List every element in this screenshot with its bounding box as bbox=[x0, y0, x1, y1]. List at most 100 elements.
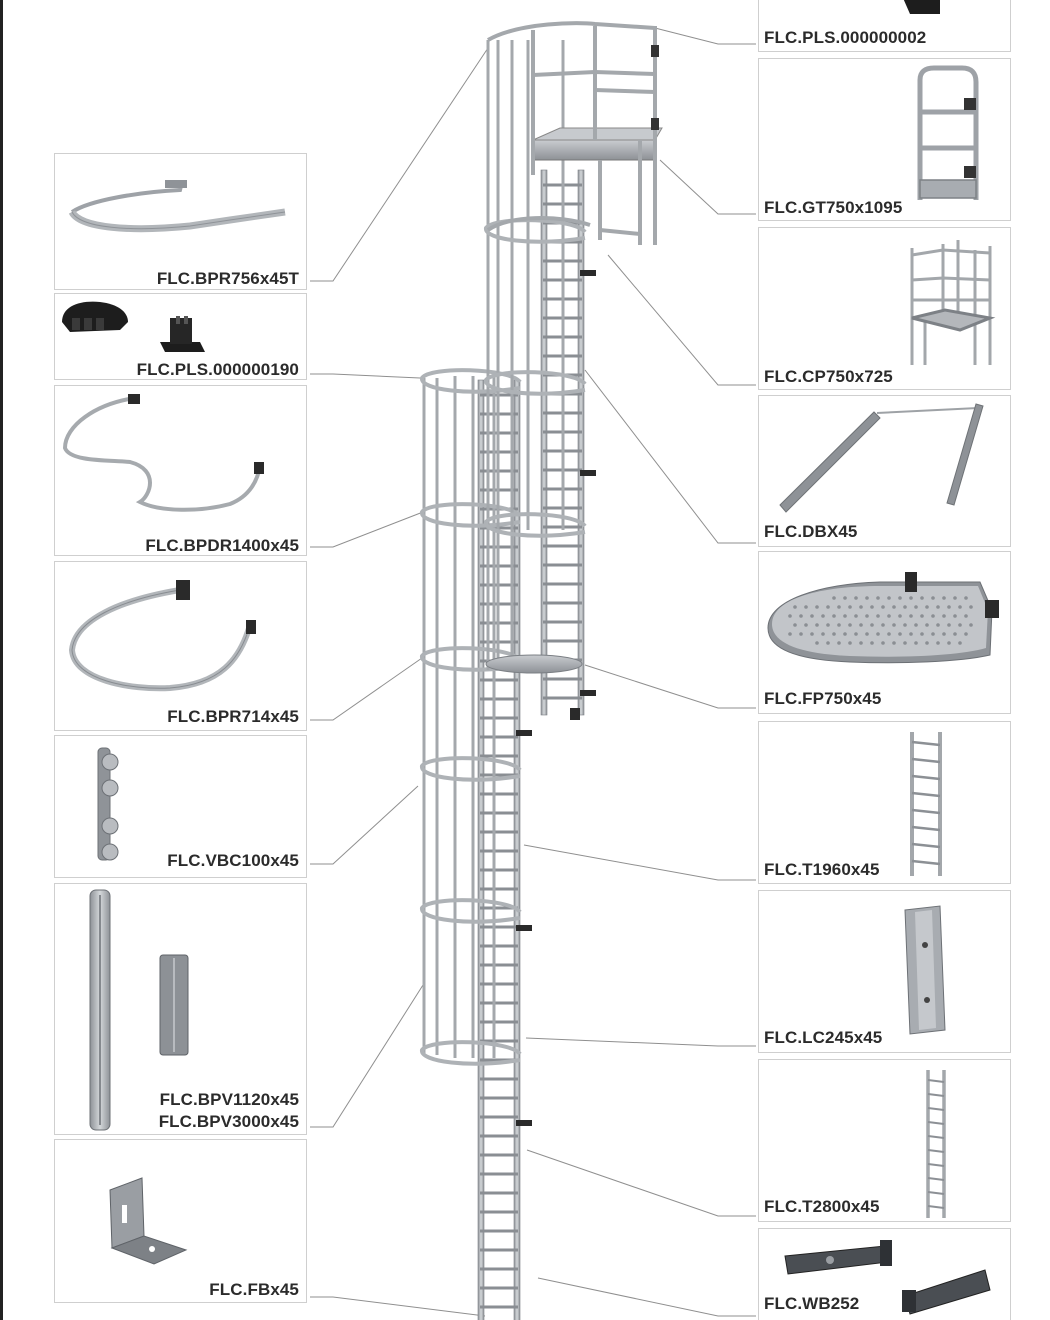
plate-dot bbox=[925, 605, 929, 609]
plate-dot bbox=[826, 641, 830, 645]
plate-dot bbox=[843, 614, 847, 618]
thumb-rung bbox=[927, 1149, 945, 1153]
panel-dbx bbox=[758, 395, 1011, 547]
plate-dot bbox=[953, 614, 957, 618]
leader-lc bbox=[525, 1037, 756, 1047]
panel-pls2 bbox=[758, 0, 1011, 52]
plate-dot bbox=[865, 596, 869, 600]
plate-dot bbox=[914, 605, 918, 609]
label-bpv3000: FLC.BPV3000x45 bbox=[158, 1112, 299, 1131]
label-fp: FLC.FP750x45 bbox=[764, 689, 882, 708]
thumb-rung bbox=[911, 791, 941, 798]
leader-bpdr bbox=[310, 511, 424, 548]
plate-dot bbox=[788, 632, 792, 636]
plate-dot bbox=[892, 605, 896, 609]
thumb-rung bbox=[911, 842, 941, 849]
plate-dot bbox=[810, 632, 814, 636]
plate-dot bbox=[821, 614, 825, 618]
plate-dot bbox=[870, 605, 874, 609]
plate-dot bbox=[854, 596, 858, 600]
plate-dot bbox=[903, 641, 907, 645]
plate-dot bbox=[958, 641, 962, 645]
label-bpr714: FLC.BPR714x45 bbox=[167, 707, 299, 726]
plate-dot bbox=[810, 614, 814, 618]
cage-hoop bbox=[484, 370, 587, 396]
cage-hoop bbox=[484, 218, 587, 244]
plate-dot bbox=[942, 596, 946, 600]
leader-fp bbox=[584, 664, 756, 709]
leader-t1960 bbox=[523, 844, 756, 881]
plate-dot bbox=[898, 596, 902, 600]
rail-clip bbox=[580, 690, 596, 696]
plate-dot bbox=[931, 632, 935, 636]
thumb-rung bbox=[927, 1121, 945, 1125]
leader-bpr756 bbox=[310, 47, 489, 282]
page-edge bbox=[0, 0, 3, 1320]
plate-dot bbox=[892, 641, 896, 645]
thumb-rung bbox=[911, 774, 941, 781]
label-lc: FLC.LC245x45 bbox=[764, 1028, 883, 1047]
bpdr-thumb bbox=[62, 394, 264, 512]
fp-thumb bbox=[767, 572, 999, 664]
plate-dot bbox=[815, 641, 819, 645]
rail-clip bbox=[516, 1120, 532, 1126]
panel-lc bbox=[758, 890, 1011, 1053]
plate-dot bbox=[832, 596, 836, 600]
plate-dot bbox=[942, 632, 946, 636]
leader-lines bbox=[310, 27, 756, 1317]
thumb-rung bbox=[927, 1191, 945, 1195]
rail-clip bbox=[580, 270, 596, 276]
pls190-thumb bbox=[62, 301, 205, 352]
plate-dot bbox=[815, 623, 819, 627]
label-fb: FLC.FBx45 bbox=[209, 1280, 299, 1299]
thumb-rung bbox=[927, 1093, 945, 1097]
plate-dot bbox=[898, 632, 902, 636]
bpr756-thumb bbox=[68, 180, 286, 233]
plate-dot bbox=[843, 632, 847, 636]
plate-dot bbox=[793, 605, 797, 609]
label-cp: FLC.CP750x725 bbox=[764, 367, 893, 386]
leader-bpv bbox=[310, 984, 424, 1128]
plate-dot bbox=[804, 605, 808, 609]
plate-dot bbox=[826, 623, 830, 627]
panel-fb bbox=[54, 1139, 307, 1303]
plate-dot bbox=[909, 614, 913, 618]
plate-dot bbox=[909, 632, 913, 636]
panel-t1960 bbox=[758, 721, 1011, 884]
plate-dot bbox=[832, 632, 836, 636]
plate-dot bbox=[887, 614, 891, 618]
plate-dot bbox=[914, 623, 918, 627]
leader-bpr714 bbox=[310, 657, 423, 721]
plate-dot bbox=[793, 623, 797, 627]
plate-dot bbox=[854, 614, 858, 618]
leader-gt bbox=[659, 159, 756, 215]
plate-dot bbox=[953, 632, 957, 636]
rest-platform bbox=[485, 654, 583, 674]
thumb-rung bbox=[927, 1205, 945, 1209]
thumb-rung bbox=[911, 808, 941, 815]
thumb-rung bbox=[927, 1107, 945, 1111]
plate-dot bbox=[947, 623, 951, 627]
plate-dot bbox=[865, 614, 869, 618]
plate-dot bbox=[958, 605, 962, 609]
plate-dot bbox=[848, 623, 852, 627]
plate-dot bbox=[909, 596, 913, 600]
plate-dot bbox=[925, 641, 929, 645]
rail-clip bbox=[516, 730, 532, 736]
label-vbc: FLC.VBC100x45 bbox=[167, 851, 299, 870]
label-t1960: FLC.T1960x45 bbox=[764, 860, 880, 879]
plate-dot bbox=[881, 641, 885, 645]
plate-dot bbox=[964, 614, 968, 618]
panel-t2800 bbox=[758, 1059, 1011, 1222]
cp-thumb bbox=[910, 240, 996, 365]
thumb-rung bbox=[927, 1079, 945, 1083]
plate-dot bbox=[859, 623, 863, 627]
plate-dot bbox=[859, 605, 863, 609]
panel-cp bbox=[758, 227, 1011, 390]
plate-dot bbox=[870, 623, 874, 627]
thumb-rung bbox=[911, 740, 941, 747]
label-bpdr: FLC.BPDR1400x45 bbox=[145, 536, 299, 555]
plate-dot bbox=[854, 632, 858, 636]
plate-dot bbox=[843, 596, 847, 600]
t2800-thumb bbox=[926, 1070, 946, 1218]
